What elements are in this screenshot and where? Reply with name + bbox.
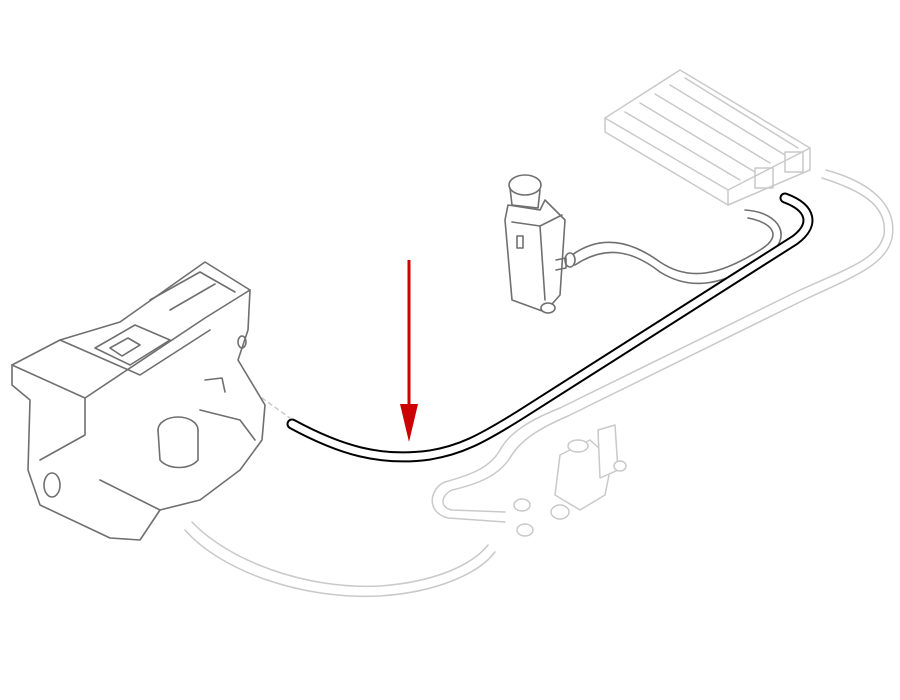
- pointer-arrow: [400, 260, 418, 442]
- highlighted-hose[interactable]: [286, 192, 814, 463]
- water-valve: [513, 424, 627, 537]
- expansion-tank: [504, 174, 567, 314]
- return-hoses: [184, 169, 894, 598]
- heater-core: [604, 69, 811, 206]
- engine-block: [11, 261, 266, 541]
- tank-to-heater-hose: [564, 209, 782, 285]
